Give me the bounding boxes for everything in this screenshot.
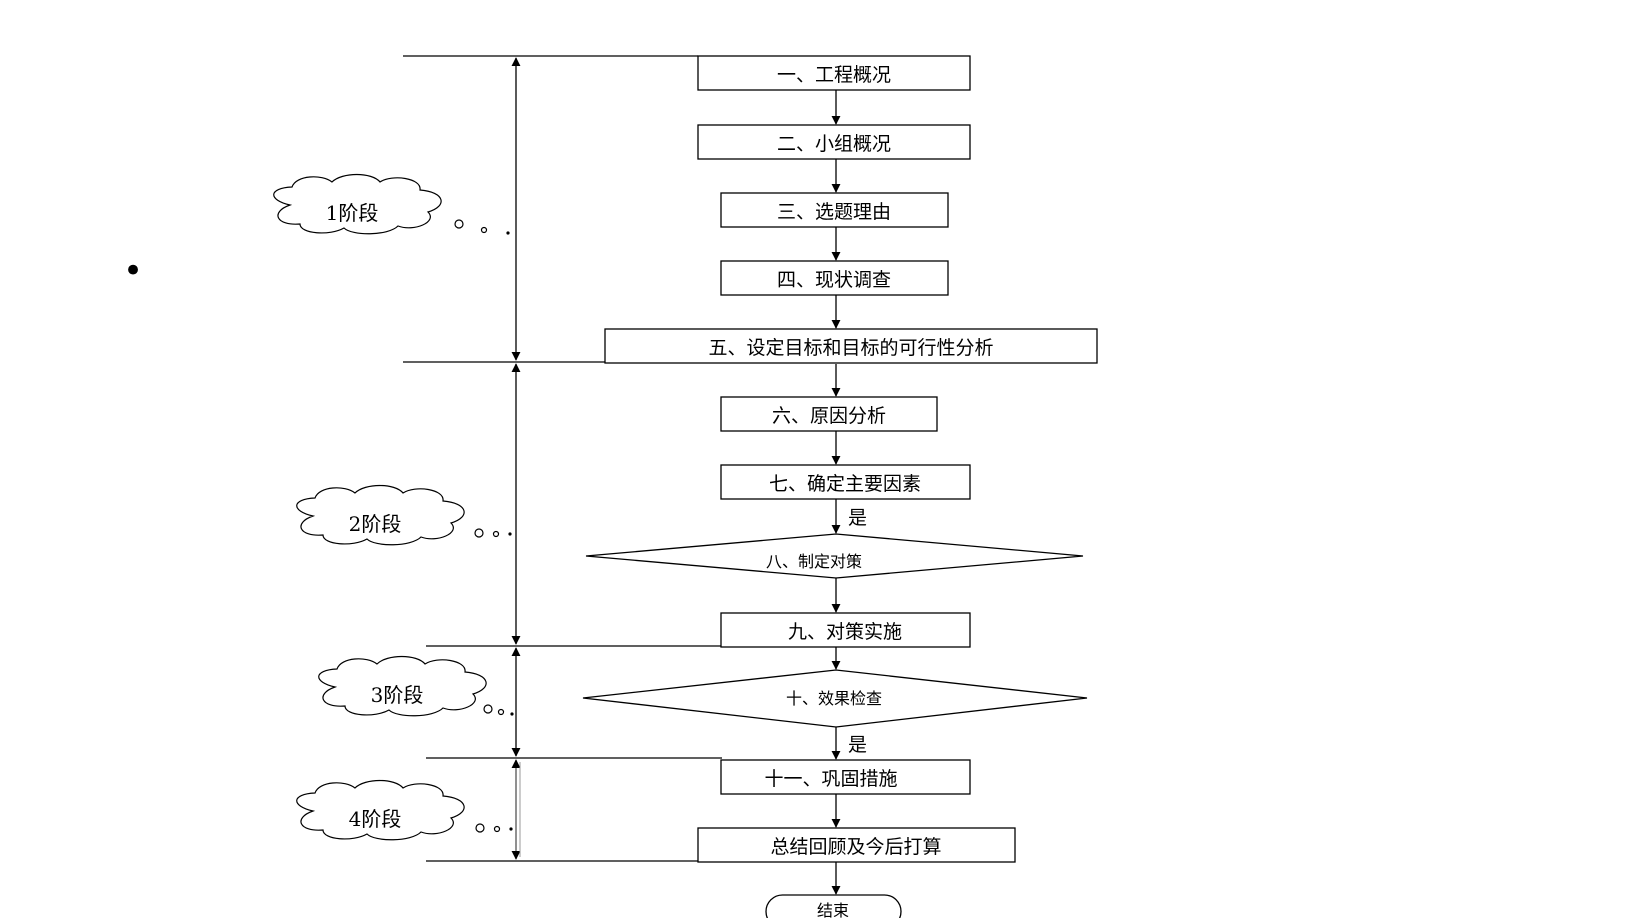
step-3-topic-reason: 三、选题理由 bbox=[720, 192, 949, 228]
step-9-label: 九、对策实施 bbox=[788, 621, 902, 643]
step-11-label: 十一、巩固措施 bbox=[764, 768, 897, 790]
stage2-cloud: 2阶段 bbox=[296, 484, 512, 546]
stage4-label: 4阶段 bbox=[349, 807, 402, 831]
step-1-engineering-overview: 一、工程概况 bbox=[697, 55, 971, 91]
step-7-main-factors: 七、确定主要因素 bbox=[720, 464, 971, 500]
step-2-label: 二、小组概况 bbox=[777, 133, 891, 155]
edge-label-yes-1: 是 bbox=[848, 507, 867, 529]
step-1-label: 一、工程概况 bbox=[777, 64, 891, 86]
step-4-status-survey: 四、现状调查 bbox=[720, 260, 949, 296]
stage1-cloud: 1阶段 bbox=[273, 173, 510, 235]
step-2-team-overview: 二、小组概况 bbox=[697, 124, 971, 160]
stage4-cloud: 4阶段 bbox=[296, 779, 513, 841]
step-12-label: 总结回顾及今后打算 bbox=[770, 836, 941, 858]
stage2-label: 2阶段 bbox=[349, 512, 402, 536]
end-label: 结束 bbox=[817, 901, 849, 918]
step-4-label: 四、现状调查 bbox=[777, 269, 891, 291]
step-6-label: 六、原因分析 bbox=[772, 405, 886, 427]
step-10-effect-check-decision: 十、效果检查 bbox=[582, 669, 1088, 728]
step-7-label: 七、确定主要因素 bbox=[769, 473, 921, 495]
step-11-consolidation: 十一、巩固措施 bbox=[720, 759, 971, 795]
stage1-label: 1阶段 bbox=[326, 201, 379, 225]
bullet-marker: • bbox=[123, 251, 143, 291]
step-10-label: 十、效果检查 bbox=[786, 689, 882, 708]
step-8-countermeasures-decision: 八、制定对策 bbox=[585, 533, 1084, 579]
step-8-label: 八、制定对策 bbox=[766, 552, 862, 571]
step-5-label: 五、设定目标和目标的可行性分析 bbox=[708, 337, 993, 359]
step-3-label: 三、选题理由 bbox=[777, 201, 891, 223]
step-12-summary-plans: 总结回顾及今后打算 bbox=[697, 827, 1016, 863]
step-5-goal-setting: 五、设定目标和目标的可行性分析 bbox=[604, 328, 1098, 364]
terminator-end: 结束 bbox=[765, 894, 902, 918]
step-6-cause-analysis: 六、原因分析 bbox=[720, 396, 938, 432]
stage3-label: 3阶段 bbox=[371, 683, 424, 707]
stage3-cloud: 3阶段 bbox=[318, 655, 514, 717]
step-9-implementation: 九、对策实施 bbox=[720, 612, 971, 648]
edge-label-yes-2: 是 bbox=[848, 734, 867, 756]
